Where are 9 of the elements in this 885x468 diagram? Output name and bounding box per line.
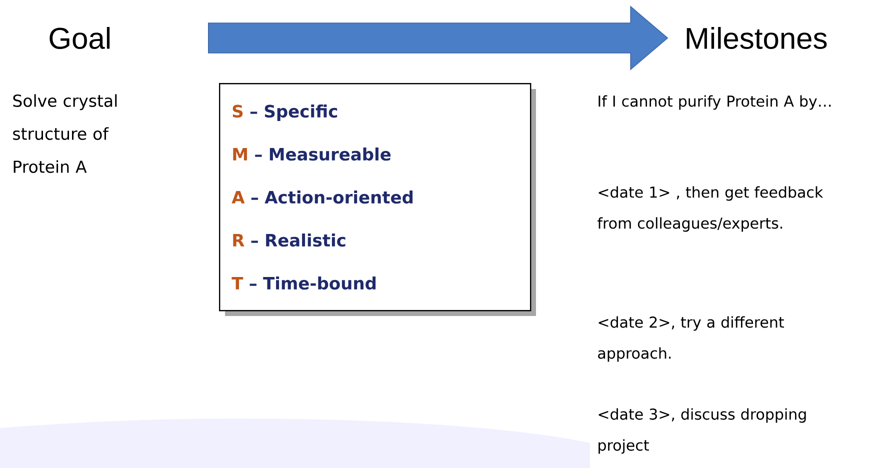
body-text: Solve crystal structure of Protein A — [13, 94, 117, 173]
body-text: <date 3>, discuss dropping project — [598, 408, 806, 454]
heading: Milestones — [686, 26, 827, 50]
acronym-box: S – Specific M – Measureable A – Action-oriented R – Realistic T – Time-bound — [219, 83, 532, 312]
body-text: If I cannot purify Protein A by… — [598, 95, 831, 110]
heading: Goal — [50, 26, 110, 50]
body-text: <date 2>, try a different approach. — [598, 316, 784, 362]
body-text: <date 1> , then get feedback from colleagues/experts. — [598, 186, 824, 232]
arrow — [208, 6, 668, 70]
